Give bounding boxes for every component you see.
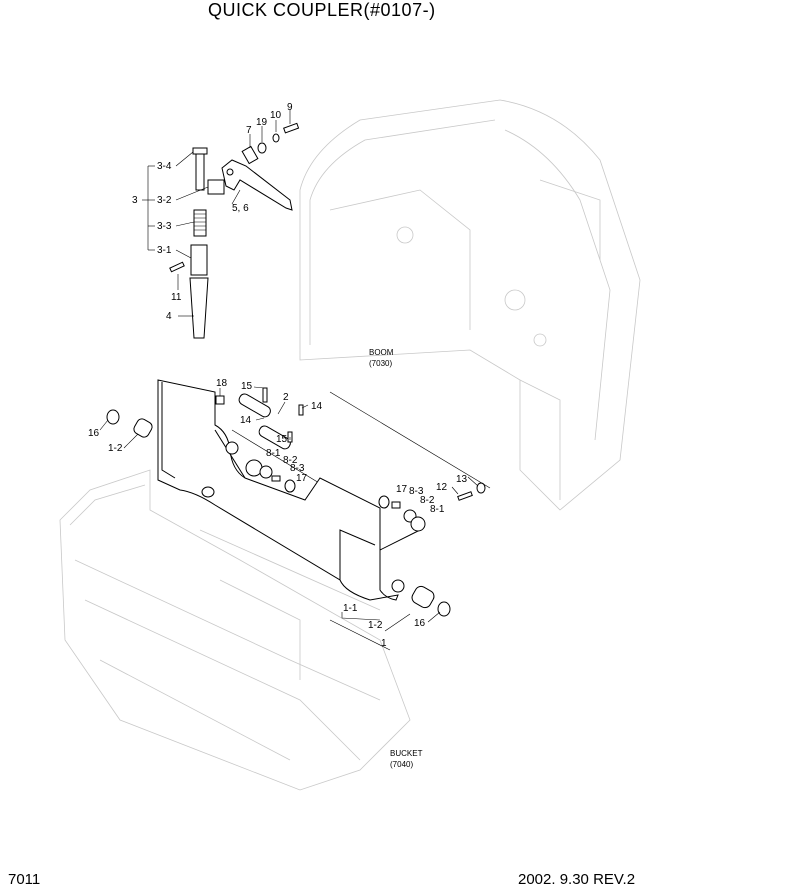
callout-3-4: 3-4 bbox=[157, 161, 172, 172]
left-bushings bbox=[106, 409, 153, 438]
callout-17-mid: 17 bbox=[296, 473, 308, 484]
callout-3-3: 3-3 bbox=[157, 221, 172, 232]
callout-3-2: 3-2 bbox=[157, 195, 172, 206]
callout-18: 18 bbox=[216, 378, 228, 389]
boom-ghost bbox=[299, 99, 641, 511]
top-hardware bbox=[241, 122, 300, 165]
callout-1-2-left: 1-2 bbox=[108, 443, 123, 454]
callout-2: 2 bbox=[283, 392, 289, 403]
callout-8-1-mid: 8-1 bbox=[266, 448, 281, 459]
bucket-code: (7040) bbox=[390, 760, 413, 769]
reference-labels: BOOM (7030) BUCKET (7040) bbox=[369, 348, 423, 769]
callout-4: 4 bbox=[166, 311, 172, 322]
callout-15-mid: 15 bbox=[276, 434, 288, 445]
callout-13: 13 bbox=[456, 474, 468, 485]
callout-8-2-mid: 8-2 bbox=[283, 455, 298, 466]
callout-8-3-mid: 8-3 bbox=[290, 463, 305, 474]
revision-date: 2002. 9.30 REV.2 bbox=[518, 871, 636, 888]
callout-8-1-right: 8-1 bbox=[430, 504, 445, 515]
callout-9: 9 bbox=[287, 102, 293, 113]
callout-1-1: 1-1 bbox=[343, 603, 358, 614]
callout-12: 12 bbox=[436, 482, 448, 493]
bucket-label: BUCKET bbox=[390, 749, 423, 758]
callout-14-right: 14 bbox=[311, 401, 323, 412]
boom-label: BOOM bbox=[369, 348, 394, 357]
coupler-frame bbox=[157, 379, 421, 601]
callout-15-top: 15 bbox=[241, 381, 253, 392]
callout-7: 7 bbox=[246, 125, 252, 136]
pin-stack bbox=[169, 147, 225, 339]
callout-5-6: 5, 6 bbox=[232, 203, 249, 214]
center-washers bbox=[245, 459, 296, 493]
callout-labels: 9 10 19 7 5, 6 3 3-4 3-2 3-3 3-1 11 4 18… bbox=[88, 102, 468, 649]
callout-leaders bbox=[99, 110, 479, 632]
callout-11: 11 bbox=[171, 292, 182, 303]
callout-16-right: 16 bbox=[414, 618, 426, 629]
callout-14-left: 14 bbox=[240, 415, 252, 426]
callout-3-1: 3-1 bbox=[157, 245, 172, 256]
page-title: QUICK COUPLER(#0107-) bbox=[208, 0, 436, 20]
callout-8-3-right: 8-3 bbox=[409, 486, 424, 497]
callout-19: 19 bbox=[256, 117, 268, 128]
bucket-ghost bbox=[59, 469, 411, 791]
callout-1-2-right: 1-2 bbox=[368, 620, 383, 631]
lever-handle bbox=[221, 159, 293, 211]
boom-code: (7030) bbox=[369, 359, 392, 368]
callout-16-left: 16 bbox=[88, 428, 100, 439]
callout-8-2-right: 8-2 bbox=[420, 495, 435, 506]
callout-10: 10 bbox=[270, 110, 282, 121]
callout-1: 1 bbox=[381, 638, 387, 649]
page-number: 7011 bbox=[8, 871, 41, 888]
right-hardware bbox=[378, 482, 486, 617]
callout-17-right: 17 bbox=[396, 484, 408, 495]
callout-3: 3 bbox=[132, 195, 138, 206]
